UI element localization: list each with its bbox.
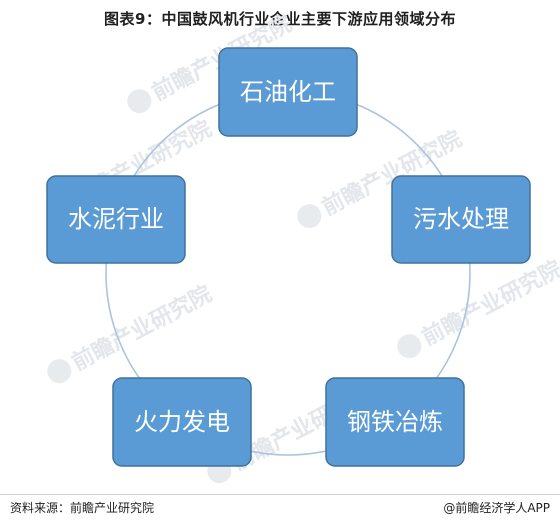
watermark-logo-icon <box>47 359 72 384</box>
node-label: 火力发电 <box>134 408 230 436</box>
diagram-title: 图表9：中国鼓风机行业企业主要下游应用领域分布 <box>104 10 456 28</box>
node-box <box>218 47 358 137</box>
footer-divider <box>0 494 560 495</box>
node-label: 污水处理 <box>413 205 509 233</box>
node-wastewater: 污水处理 <box>391 175 531 264</box>
watermark-logo-icon <box>297 204 322 229</box>
watermark-4: 前瞻产业研究院 <box>397 256 560 359</box>
source-note: 资料来源：前瞻产业研究院 <box>10 501 155 515</box>
watermark-logo-icon <box>397 334 422 359</box>
node-cement: 水泥行业 <box>46 175 186 264</box>
node-steel: 钢铁冶炼 <box>325 377 465 467</box>
watermark-text: 前瞻产业研究院 <box>418 256 560 351</box>
watermark-logo-icon <box>127 89 152 114</box>
node-petrochemical: 石油化工 <box>218 47 358 137</box>
node-box <box>325 377 465 467</box>
node-label: 石油化工 <box>240 78 336 106</box>
watermark-text: 前瞻产业研究院 <box>68 281 216 376</box>
node-box <box>391 175 531 264</box>
watermark-5: 前瞻产业研究院 <box>47 281 216 384</box>
node-box <box>112 377 252 467</box>
node-label: 水泥行业 <box>68 205 164 233</box>
node-thermal-power: 火力发电 <box>112 377 252 467</box>
node-label: 钢铁冶炼 <box>347 408 443 436</box>
brand-credit: @前瞻经济学人APP <box>443 501 550 515</box>
footer: 资料来源：前瞻产业研究院 @前瞻经济学人APP <box>0 499 560 517</box>
node-box <box>46 175 186 264</box>
